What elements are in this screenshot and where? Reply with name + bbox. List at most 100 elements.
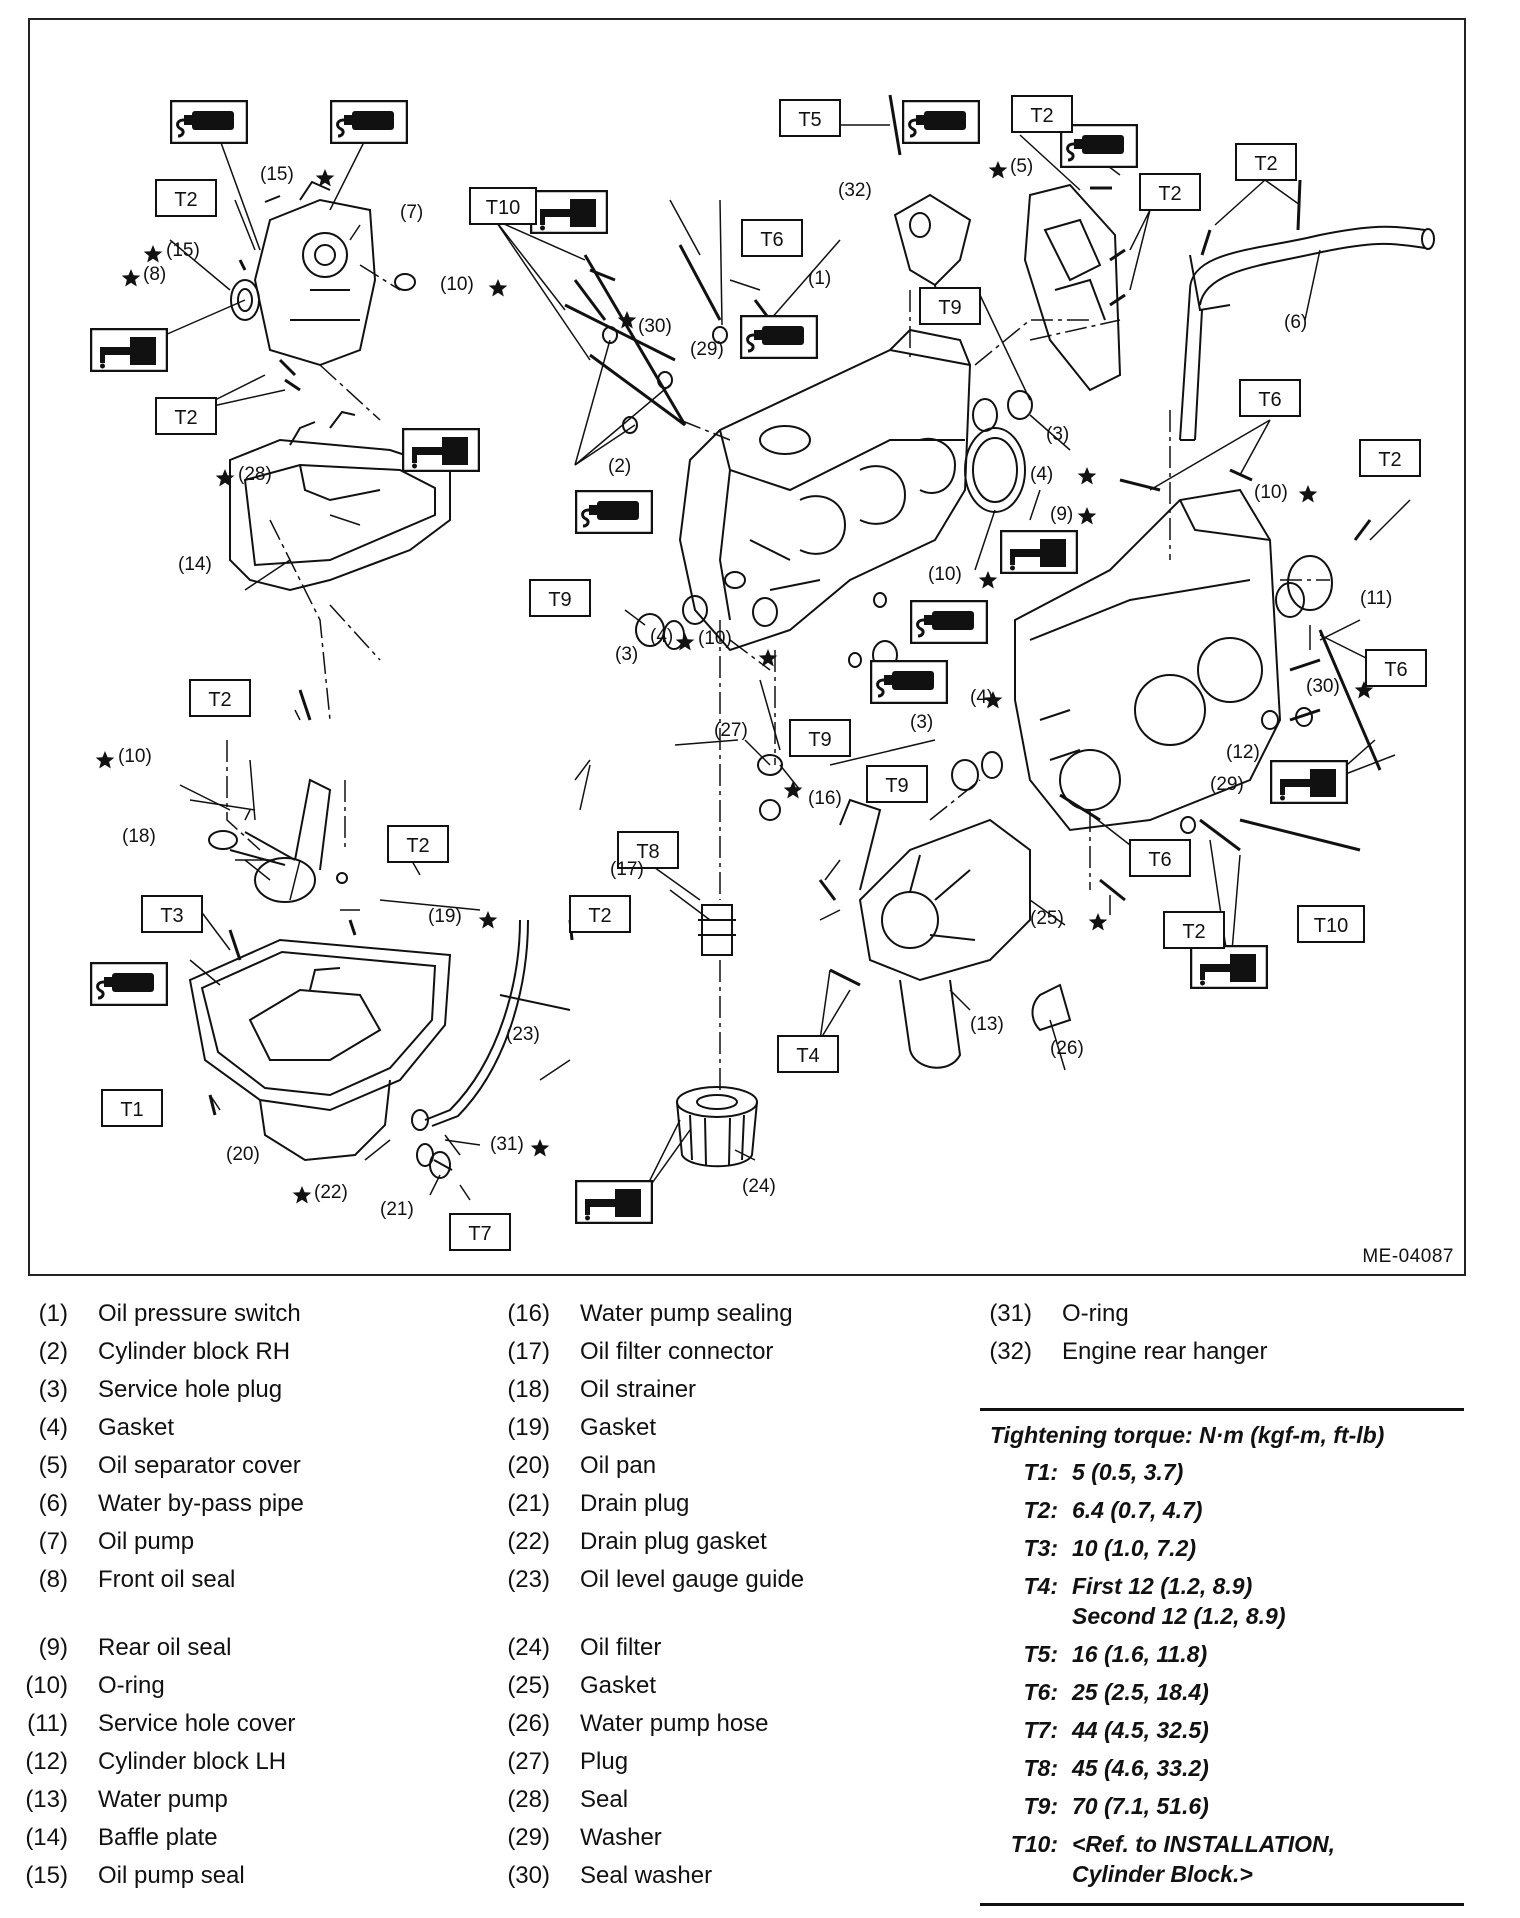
callout-10: (10) bbox=[928, 564, 962, 585]
torque-value: 70 (7.1, 51.6) bbox=[1072, 1793, 1209, 1819]
legend-item: (27)Plug bbox=[482, 1748, 804, 1786]
callout-27: (27) bbox=[714, 720, 748, 741]
legend-item-number: (12) bbox=[25, 1748, 68, 1775]
sealant-tube-icon bbox=[90, 962, 168, 1006]
callout-16: (16) bbox=[808, 788, 842, 809]
small-seals-part bbox=[682, 555, 1333, 834]
legend-item-number: (18) bbox=[507, 1376, 550, 1403]
legend-item: (14)Baffle plate bbox=[0, 1824, 304, 1862]
callout-30: (30) bbox=[638, 316, 672, 337]
torque-row: T2:6.4 (0.7, 4.7) bbox=[980, 1491, 1464, 1529]
legend-item-number: (30) bbox=[507, 1862, 550, 1889]
callout-5: (5) bbox=[1010, 156, 1033, 177]
legend-item-name: Oil pump bbox=[98, 1528, 195, 1555]
legend-item-number: (25) bbox=[507, 1672, 550, 1699]
legend-item-number: (14) bbox=[25, 1824, 68, 1851]
replace-star-icon bbox=[478, 911, 498, 929]
legend-item: (1)Oil pressure switch bbox=[0, 1300, 304, 1338]
legend-item-number: (7) bbox=[38, 1528, 68, 1555]
legend-item-name: Water pump sealing bbox=[580, 1300, 793, 1327]
legend-item-name: Service hole cover bbox=[98, 1710, 296, 1737]
replace-star-icon bbox=[292, 1186, 312, 1204]
callout-12: (12) bbox=[1226, 742, 1260, 763]
callout-11: (11) bbox=[1360, 588, 1392, 609]
callout-20: (20) bbox=[226, 1144, 260, 1165]
callout-4: (4) bbox=[1030, 464, 1053, 485]
replace-star-icon bbox=[1088, 913, 1108, 931]
torque-tag-T6: T6 bbox=[1129, 839, 1191, 877]
torque-key: T7: bbox=[1023, 1717, 1059, 1743]
legend-item: (31)O-ring bbox=[964, 1300, 1267, 1338]
leader-lines bbox=[164, 124, 1411, 1201]
sealant-tube-icon bbox=[910, 600, 988, 644]
torque-tag-T2: T2 bbox=[1235, 143, 1297, 181]
exploded-diagram: T2 T2 T10 T5 T6 T9 T2 T2 T2 T6 T2 T6 T9 … bbox=[28, 18, 1466, 1276]
callout-4: (4) bbox=[970, 687, 993, 708]
callout-2: (2) bbox=[608, 456, 631, 477]
oil-filter-connector-part bbox=[698, 904, 736, 956]
legend-item: (8)Front oil seal bbox=[0, 1566, 304, 1634]
legend-item-number: (8) bbox=[38, 1566, 68, 1593]
engine-oil-can-icon bbox=[1190, 945, 1268, 989]
legend-item-name: Drain plug gasket bbox=[580, 1528, 767, 1555]
callout-15: (15) bbox=[260, 164, 294, 185]
cylinder-block-lh-part bbox=[1014, 488, 1282, 832]
legend-item: (10)O-ring bbox=[0, 1672, 304, 1710]
replace-star-icon bbox=[988, 161, 1008, 179]
callout-3: (3) bbox=[1046, 424, 1069, 445]
legend-item-name: Oil level gauge guide bbox=[580, 1566, 805, 1593]
svg-text:T9: T9 bbox=[885, 775, 908, 797]
legend-item: (4)Gasket bbox=[0, 1414, 304, 1452]
legend-item: (16)Water pump sealing bbox=[482, 1300, 804, 1338]
engine-oil-can-icon bbox=[90, 328, 168, 372]
legend-item-name: Oil filter connector bbox=[580, 1338, 774, 1365]
legend-item-name: Gasket bbox=[580, 1672, 657, 1699]
svg-text:T2: T2 bbox=[406, 835, 429, 857]
torque-tag-T2: T2 bbox=[569, 895, 631, 933]
torque-key: T10: bbox=[1010, 1831, 1058, 1857]
legend-item: (29)Washer bbox=[482, 1824, 804, 1862]
sealant-tube-icon bbox=[170, 100, 248, 144]
callout-23: (23) bbox=[506, 1024, 540, 1045]
legend-item-name: Oil separator cover bbox=[98, 1452, 301, 1479]
torque-value: 45 (4.6, 33.2) bbox=[1072, 1755, 1209, 1781]
callout-1: (1) bbox=[808, 268, 831, 289]
torque-tag-T5: T5 bbox=[779, 99, 841, 137]
oil-strainer-part bbox=[208, 778, 348, 903]
legend-item-name: Drain plug bbox=[580, 1490, 690, 1517]
torque-tag-T7: T7 bbox=[449, 1213, 511, 1251]
svg-text:T2: T2 bbox=[1158, 183, 1181, 205]
callout-32: (32) bbox=[838, 180, 872, 201]
torque-tag-T10: T10 bbox=[469, 187, 537, 225]
svg-text:T10: T10 bbox=[486, 197, 520, 219]
callout-4: (4) bbox=[650, 626, 673, 647]
replace-star-icon bbox=[121, 269, 141, 287]
water-pump-part bbox=[839, 798, 1072, 1069]
svg-text:T2: T2 bbox=[1254, 153, 1277, 175]
torque-key: T4: bbox=[1023, 1573, 1059, 1599]
callout-10: (10) bbox=[698, 628, 732, 649]
callout-19: (19) bbox=[428, 906, 462, 927]
diagram-drawing: T2 T2 T10 T5 T6 T9 T2 T2 T2 T6 T2 T6 T9 … bbox=[90, 94, 1435, 1251]
svg-text:T2: T2 bbox=[1182, 921, 1205, 943]
torque-tag-T2: T2 bbox=[1139, 173, 1201, 211]
svg-text:T2: T2 bbox=[1378, 449, 1401, 471]
tightening-torque-table: Tightening torque: N·m (kgf-m, ft-lb) T1… bbox=[980, 1408, 1464, 1906]
legend-item: (17)Oil filter connector bbox=[482, 1338, 804, 1376]
legend-item: (11)Service hole cover bbox=[0, 1710, 304, 1748]
legend-item-number: (24) bbox=[507, 1634, 550, 1661]
legend-item: (13)Water pump bbox=[0, 1786, 304, 1824]
legend-item: (28)Seal bbox=[482, 1786, 804, 1824]
legend-item-number: (9) bbox=[38, 1634, 68, 1661]
svg-text:T6: T6 bbox=[1258, 389, 1281, 411]
legend-item: (12)Cylinder block LH bbox=[0, 1748, 304, 1786]
callout-26: (26) bbox=[1050, 1038, 1084, 1059]
legend-item-number: (6) bbox=[38, 1490, 68, 1517]
torque-row: T10:<Ref. to INSTALLATION, Cylinder Bloc… bbox=[980, 1825, 1464, 1893]
torque-tag-T8: T8 bbox=[617, 831, 679, 869]
callout-15: (15) bbox=[166, 240, 200, 261]
torque-tag-T2: T2 bbox=[1011, 95, 1073, 133]
replace-star-icon bbox=[215, 469, 235, 487]
torque-row: T8:45 (4.6, 33.2) bbox=[980, 1749, 1464, 1787]
legend-item: (2)Cylinder block RH bbox=[0, 1338, 304, 1376]
